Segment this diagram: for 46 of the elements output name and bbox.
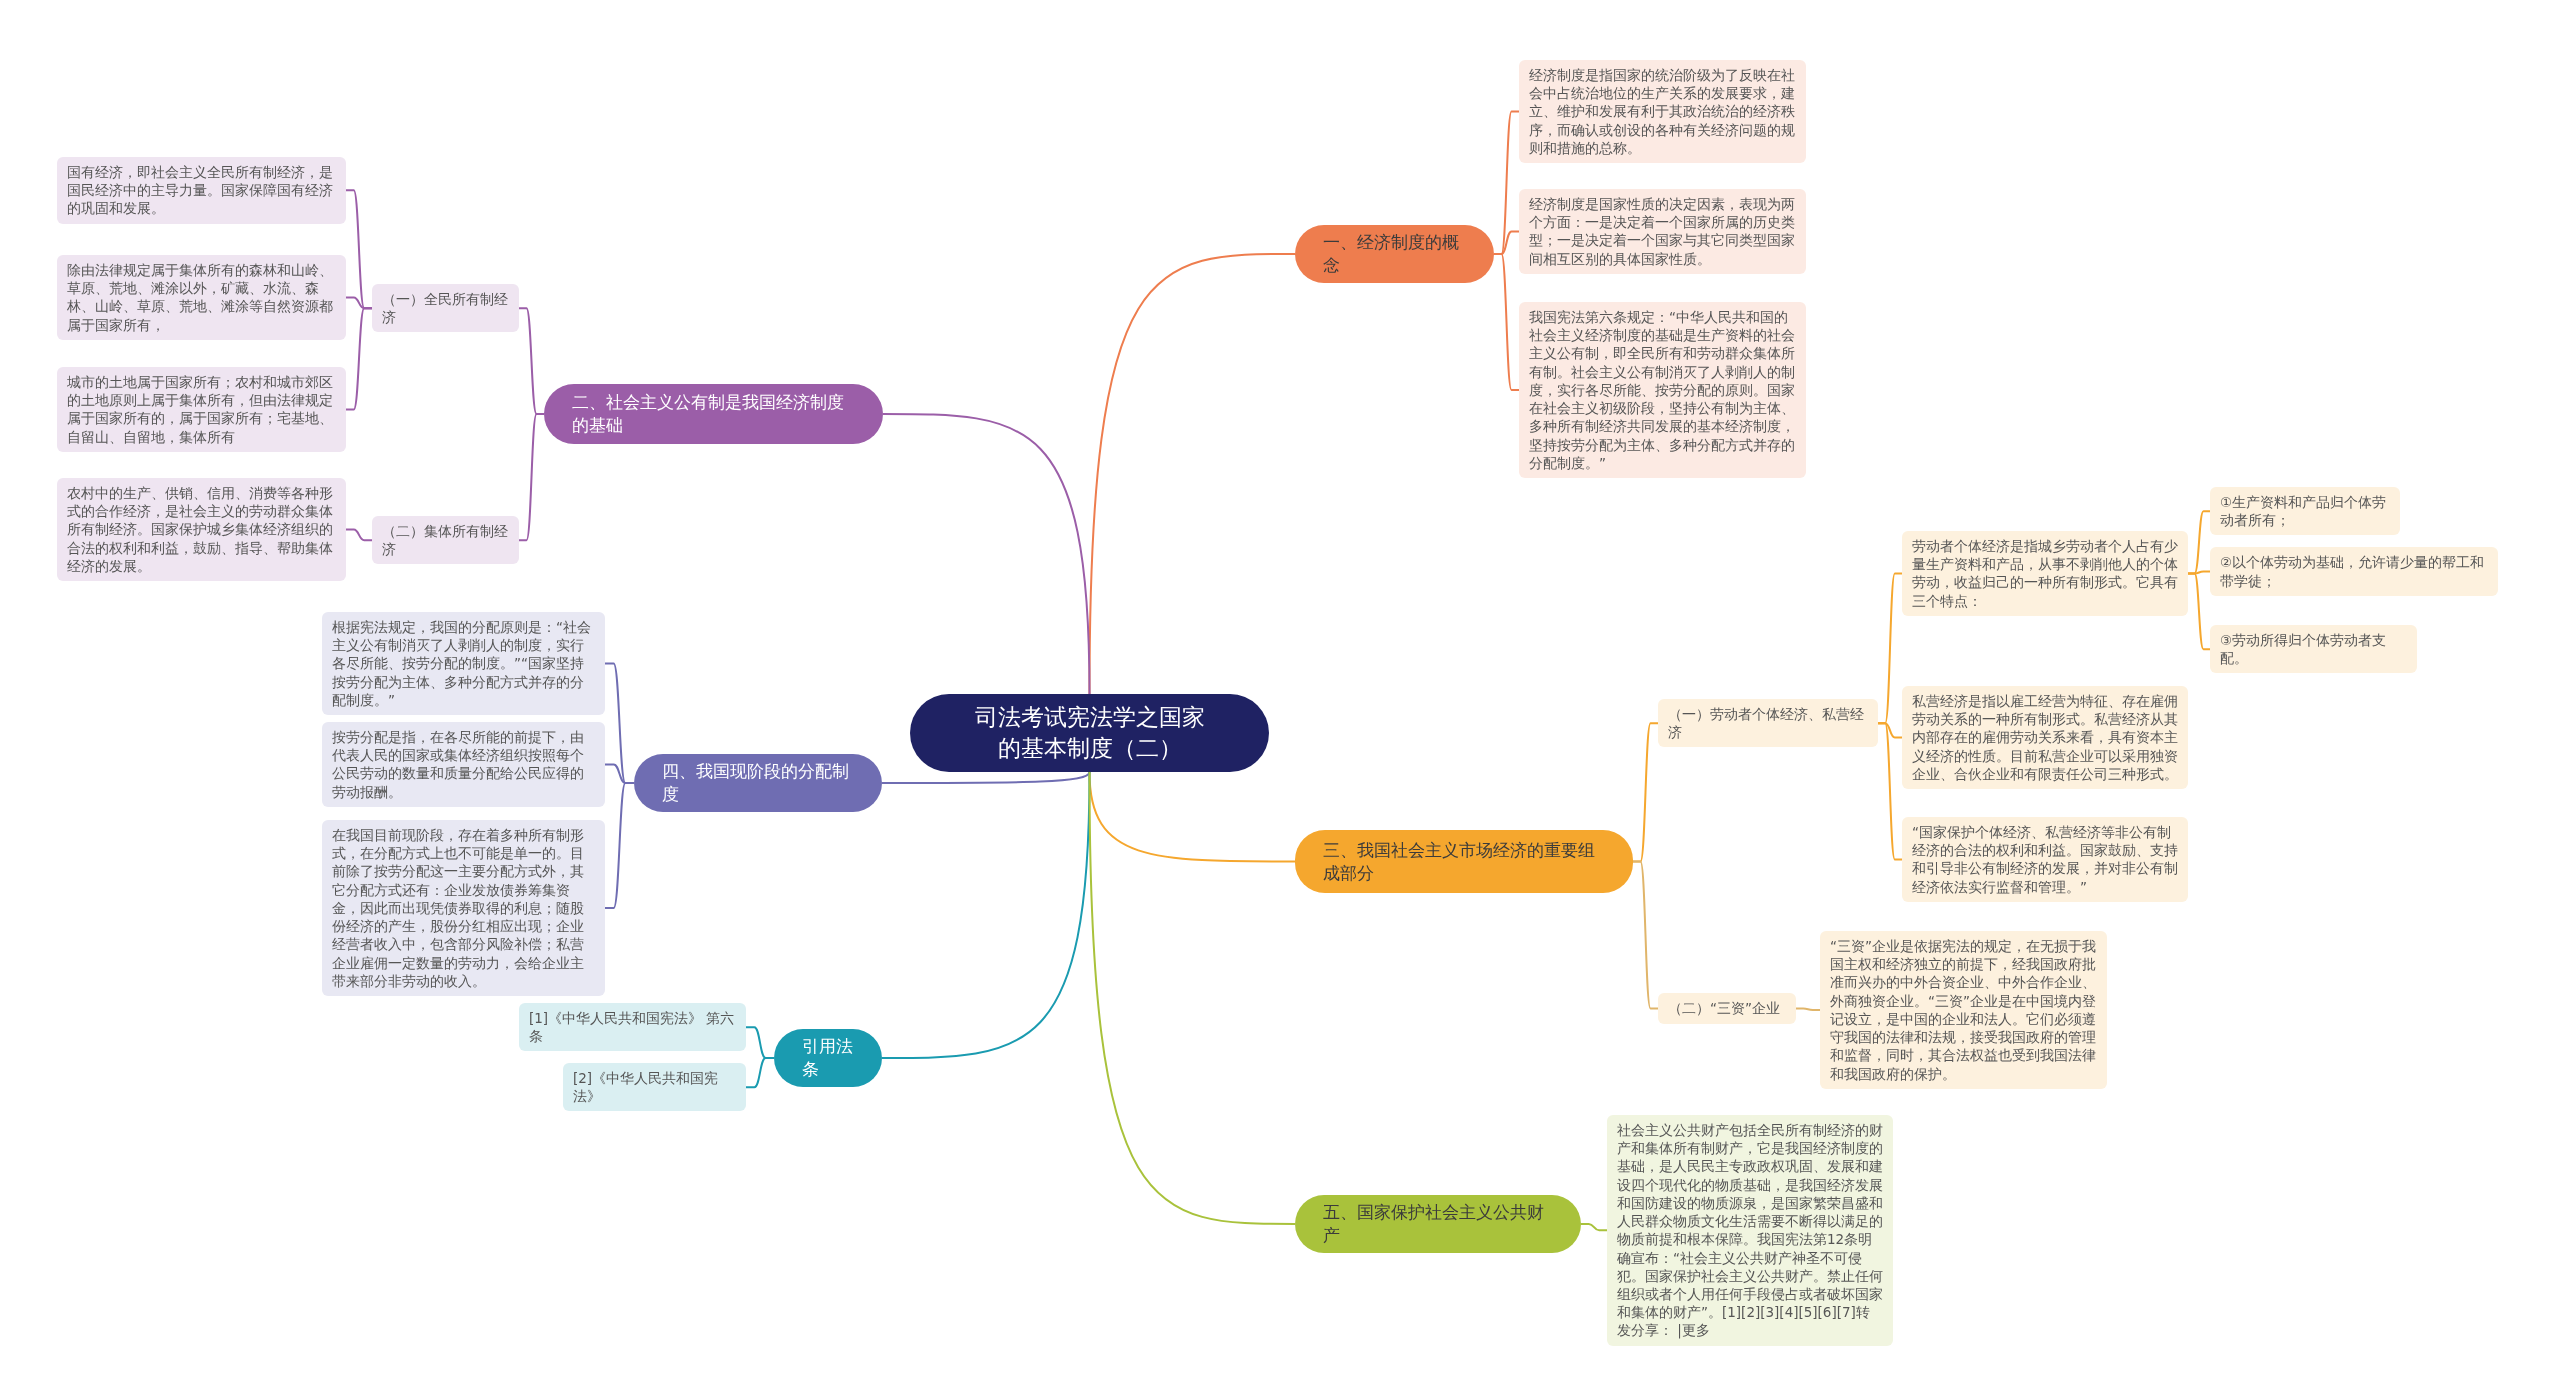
- subtopic-box: 劳动者个体经济是指城乡劳动者个人占有少量生产资料和产品，从事不剥削他人的个体劳动，收益归己的一种所有制形式。它具有三个特点：: [1902, 531, 2188, 616]
- branch-topic: 一、经济制度的概念: [1295, 225, 1494, 283]
- branch-topic: 五、国家保护社会主义公共财产: [1295, 1195, 1581, 1253]
- subtopic-box: 社会主义公共财产包括全民所有制经济的财产和集体所有制财产，它是我国经济制度的基础，是人民民主专政政权巩固、发展和建设四个现代化的物质基础，是我国经济发展和国防建设的物质源泉，是国家繁荣昌盛和人民群众物质文化生活需要不断得以满足的物质前提和根本保障。我国宪法第12条明确宣布：“社会主义公共财产神圣不可侵犯。国家保护社会主义公共财产。禁止任何组织或者个人用任何手段侵占或者破坏国家和集体的财产”。[1][2][3][4][5][6][7]转发分享： |更多: [1607, 1115, 1893, 1346]
- subtopic-box: 私营经济是指以雇工经营为特征、存在雇佣劳动关系的一种所有制形式。私营经济从其内部存在的雇佣劳动关系来看，具有资本主义经济的性质。目前私营企业可以采用独资企业、合伙企业和有限责任公司三种形式。: [1902, 686, 2188, 790]
- branch-line: [882, 413, 1091, 695]
- subtopic-box: 经济制度是国家性质的决定因素，表现为两个方面：一是决定着一个国家所属的历史类型；一是决定着一个国家与其它同类型国家间相互区别的具体国家性质。: [1519, 189, 1806, 274]
- branch-line: [1877, 722, 1903, 861]
- branch-line: [881, 771, 1091, 1059]
- branch-line: [1632, 860, 1659, 1010]
- subtopic-box: （一）全民所有制经济: [372, 284, 519, 333]
- subtopic-box: 除由法律规定属于集体所有的森林和山岭、草原、荒地、滩涂以外，矿藏、水流、森林、山岭、草原、荒地、滩涂等自然资源都属于国家所有，: [57, 255, 346, 340]
- branch-topic: 二、社会主义公有制是我国经济制度的基础: [544, 384, 883, 444]
- subtopic-box: 按劳分配是指，在各尽所能的前提下，由代表人民的国家或集体经济组织按照每个公民劳动的数量和质量分配给公民应得的劳动报酬。: [322, 722, 605, 807]
- branch-topic: 四、我国现阶段的分配制度: [634, 754, 882, 812]
- central-topic: 司法考试宪法学之国家的基本制度（二）: [910, 694, 1269, 773]
- branch-topic: 引用法条: [774, 1029, 882, 1087]
- subtopic-box: （二）“三资”企业: [1658, 993, 1796, 1024]
- branch-line: [1088, 771, 1296, 1225]
- subtopic-box: “国家保护个体经济、私营经济等非公有制经济的合法的权利和利益。国家鼓励、支持和引导非公有制经济的发展，并对非公有制经济依法实行监督和管理。”: [1902, 817, 2188, 902]
- branch-line: [1580, 1222, 1608, 1232]
- subtopic-box: “三资”企业是依据宪法的规定，在无损于我国主权和经济独立的前提下，经我国政府批准而兴办的中外合资企业、中外合作企业、外商独资企业。“三资”企业是在中国境内登记设立，是中国的企业和法人。它们必须遵守我国的法律和法规，接受我国政府的管理和监督，同时，其合法权益也受到我国法律和我国政府的保护。: [1820, 931, 2107, 1089]
- subtopic-box: 根据宪法规定，我国的分配原则是：“社会主义公有制消灭了人剥削人的制度，实行各尽所能、按劳分配的制度。”“国家坚持按劳分配为主体、多种分配方式并存的分配制度。”: [322, 612, 605, 716]
- branch-line: [745, 1056, 775, 1089]
- subtopic-box: 城市的土地属于国家所有；农村和城市郊区的土地原则上属于集体所有，但由法律规定属于国家所有的，属于国家所有；宅基地、自留山、自留地，集体所有: [57, 367, 346, 452]
- subtopic-box: 在我国目前现阶段，存在着多种所有制形式，在分配方式上也不可能是单一的。目前除了按劳分配这一主要分配方式外，其它分配方式还有：企业发放债券筹集资金，因此而出现凭债券取得的利息；随股份经济的产生，股份分红相应出现；企业经营者收入中，包含部分风险补偿；私营企业雇佣一定数量的劳动力，会给企业主带来部分非劳动的收入。: [322, 820, 605, 996]
- subtopic-box: ③劳动所得归个体劳动者支配。: [2210, 625, 2417, 674]
- subtopic-box: （二）集体所有制经济: [372, 516, 519, 565]
- branch-line: [881, 771, 1091, 784]
- branch-line: [345, 307, 373, 411]
- branch-line: [2187, 572, 2211, 651]
- subtopic-box: （一）劳动者个体经济、私营经济: [1658, 699, 1878, 748]
- branch-line: [604, 781, 635, 909]
- subtopic-box: 农村中的生产、供销、信用、消费等各种形式的合作经济，是社会主义的劳动群众集体所有制经济。国家保护城乡集体经济组织的合法的权利和利益，鼓励、指导、帮助集体经济的发展。: [57, 478, 346, 582]
- subtopic-box: 我国宪法第六条规定：“中华人民共和国的社会主义经济制度的基础是生产资料的社会主义公有制，即全民所有和劳动群众集体所有制。社会主义公有制消灭了人剥削人的制度，实行各尽所能、按劳分配的原则。国家在社会主义初级阶段，坚持公有制为主体、多种所有制经济共同发展的基本经济制度，坚持按劳分配为主体、多种分配方式并存的分配制度。”: [1519, 302, 1806, 478]
- branch-line: [1493, 252, 1520, 391]
- branch-line: [1795, 1007, 1821, 1011]
- branch-line: [518, 413, 545, 542]
- subtopic-box: 国有经济，即社会主义全民所有制经济，是国民经济中的主导力量。国家保障国有经济的巩固和发展。: [57, 157, 346, 224]
- subtopic-box: ②以个体劳动为基础，允许请少量的帮工和带学徒；: [2210, 547, 2498, 596]
- branch-topic: 三、我国社会主义市场经济的重要组成部分: [1295, 830, 1633, 893]
- subtopic-box: [2]《中华人民共和国宪法》: [563, 1063, 746, 1112]
- subtopic-box: ①生产资料和产品归个体劳动者所有；: [2210, 487, 2400, 536]
- subtopic-box: [1]《中华人民共和国宪法》 第六条: [519, 1003, 746, 1052]
- subtopic-box: 经济制度是指国家的统治阶级为了反映在社会中占统治地位的生产关系的发展要求，建立、维护和发展有利于其政治统治的经济秩序，而确认或创设的各种有关经济问题的规则和措施的总称。: [1519, 60, 1806, 164]
- branch-line: [345, 528, 373, 542]
